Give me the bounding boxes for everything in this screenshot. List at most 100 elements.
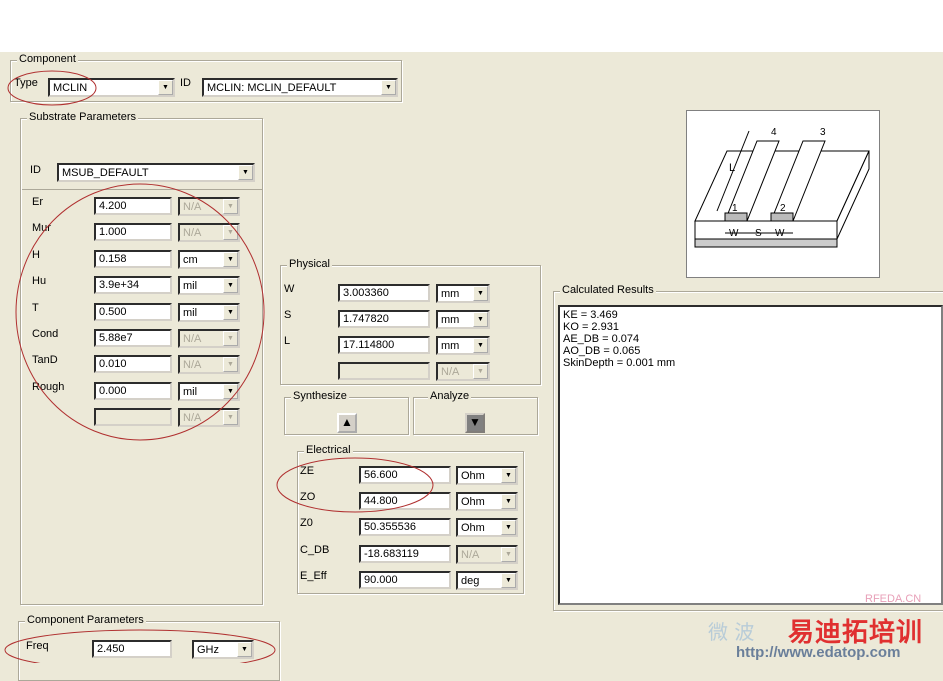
hu-label: Hu xyxy=(32,275,47,288)
z0-label: Z0 xyxy=(300,517,313,530)
er-unit-select[interactable]: N/A▼ xyxy=(178,197,240,216)
physical-group: Physical xyxy=(280,258,541,385)
zo-unit-select[interactable]: Ohm▼ xyxy=(456,492,518,512)
chevron-down-icon[interactable]: ▼ xyxy=(237,642,252,657)
chevron-down-icon[interactable]: ▼ xyxy=(238,165,253,180)
synthesize-legend: Synthesize xyxy=(291,390,349,402)
chevron-down-icon[interactable]: ▼ xyxy=(473,286,488,301)
chevron-down-icon[interactable]: ▼ xyxy=(501,468,516,483)
chevron-down-icon[interactable]: ▼ xyxy=(223,251,238,267)
unit-value: Ohm xyxy=(461,522,485,535)
component-params-group: Component Parameters xyxy=(18,614,280,681)
chevron-down-icon[interactable]: ▼ xyxy=(381,80,396,95)
chevron-down-icon[interactable]: ▼ xyxy=(223,199,238,214)
er-input[interactable]: 4.200 xyxy=(94,197,172,215)
ze-unit-select[interactable]: Ohm▼ xyxy=(456,466,518,485)
arrow-down-icon: ▼ xyxy=(469,415,481,429)
w-input[interactable]: 3.003360 xyxy=(338,284,430,302)
l-input[interactable]: 17.114800 xyxy=(338,336,430,354)
chevron-down-icon[interactable]: ▼ xyxy=(501,546,516,562)
e_eff-unit-select[interactable]: deg▼ xyxy=(456,570,518,590)
substrate-id-select[interactable]: MSUB_DEFAULT ▼ xyxy=(57,163,255,182)
chevron-down-icon[interactable]: ▼ xyxy=(501,520,516,536)
unit-value: mm xyxy=(441,340,460,352)
t-input[interactable]: 0.500 xyxy=(94,302,172,321)
w-unit-select[interactable]: mm▼ xyxy=(436,284,490,303)
blank-unit-select[interactable]: N/A▼ xyxy=(436,362,490,381)
chevron-down-icon[interactable]: ▼ xyxy=(223,410,238,426)
chevron-down-icon[interactable]: ▼ xyxy=(473,364,488,379)
type-label: Type xyxy=(14,77,38,89)
chevron-down-icon[interactable]: ▼ xyxy=(223,331,238,346)
cond-input[interactable]: 5.88e7 xyxy=(94,329,172,347)
result-line: KO = 2.931 xyxy=(563,321,619,333)
chevron-down-icon[interactable]: ▼ xyxy=(158,80,173,95)
component-id-label: ID xyxy=(180,77,191,89)
analyze-group: Analyze xyxy=(413,390,538,435)
chevron-down-icon[interactable]: ▼ xyxy=(473,312,488,327)
watermark-title: 易迪拓培训 xyxy=(788,617,924,647)
c_db-input[interactable]: -18.683119 xyxy=(359,544,451,563)
h-unit-select[interactable]: cm ▼ xyxy=(178,249,240,269)
synthesize-button[interactable]: ▲ xyxy=(337,413,357,433)
ze-input[interactable]: 56.600 xyxy=(359,466,451,484)
s-input[interactable]: 1.747820 xyxy=(338,310,430,328)
t-unit-select[interactable]: mil▼ xyxy=(178,302,240,322)
unit-value: N/A xyxy=(183,333,202,345)
substrate-id-value: MSUB_DEFAULT xyxy=(62,167,149,179)
hu-input[interactable]: 3.9e+34 xyxy=(94,276,172,295)
unit-value: cm xyxy=(183,253,198,266)
substrate-id-label: ID xyxy=(30,164,41,176)
watermark-logo: RFEDA.CN 微 波 易迪拓培训 http://www.edatop.com xyxy=(700,578,943,663)
z0-unit-select[interactable]: Ohm ▼ xyxy=(456,518,518,538)
blank-unit-select[interactable]: N/A▼ xyxy=(178,408,240,428)
h-input[interactable]: 0.158 xyxy=(94,249,172,268)
chevron-down-icon[interactable]: ▼ xyxy=(473,338,488,353)
freq-unit-select[interactable]: GHz▼ xyxy=(192,640,254,659)
divider xyxy=(22,189,262,190)
blank-input[interactable] xyxy=(94,408,172,427)
mur-unit-select[interactable]: N/A▼ xyxy=(178,223,240,243)
c_db-unit-select[interactable]: N/A▼ xyxy=(456,544,518,564)
e_eff-input[interactable]: 90.000 xyxy=(359,570,451,589)
chevron-down-icon[interactable]: ▼ xyxy=(223,304,238,320)
blank-input[interactable] xyxy=(338,362,430,380)
tand-unit-select[interactable]: N/A ▼ xyxy=(178,355,240,375)
hu-unit-select[interactable]: mil ▼ xyxy=(178,276,240,296)
freq-input[interactable]: 2.450 xyxy=(92,640,172,658)
rough-unit-select[interactable]: mil▼ xyxy=(178,381,240,401)
mur-input[interactable]: 1.000 xyxy=(94,223,172,242)
w-label: W xyxy=(284,283,295,295)
component-id-value: MCLIN: MCLIN_DEFAULT xyxy=(207,82,337,94)
z0-input[interactable]: 50.355536 xyxy=(359,518,451,537)
l-label: L xyxy=(284,335,291,347)
tand-input[interactable]: 0.010 xyxy=(94,355,172,374)
component-legend: Component xyxy=(17,53,78,65)
chevron-down-icon[interactable]: ▼ xyxy=(223,357,238,373)
chevron-down-icon[interactable]: ▼ xyxy=(501,572,516,588)
top-blank-area xyxy=(0,0,943,52)
component-id-select[interactable]: MCLIN: MCLIN_DEFAULT ▼ xyxy=(202,78,398,97)
type-select[interactable]: MCLIN▼ xyxy=(48,78,175,97)
chevron-down-icon[interactable]: ▼ xyxy=(501,494,516,510)
rough-input[interactable]: 0.000 xyxy=(94,381,172,400)
results-textarea[interactable]: KE = 3.469 KO = 2.931 AE_DB = 0.074 AO_D… xyxy=(558,305,943,605)
coupled-line-diagram: L 4 3 1 2 W S W xyxy=(686,110,880,278)
unit-value: mil xyxy=(183,280,198,293)
zo-input[interactable]: 44.800 xyxy=(359,492,451,511)
result-line: SkinDepth = 0.001 mm xyxy=(563,357,676,369)
chevron-down-icon[interactable]: ▼ xyxy=(223,278,238,294)
watermark-url: http://www.edatop.com xyxy=(736,644,901,661)
cond-unit-select[interactable]: N/A ▼ xyxy=(178,329,240,348)
analyze-button[interactable]: ▼ xyxy=(465,413,485,433)
unit-value: N/A xyxy=(183,359,202,372)
s-unit-select[interactable]: mm▼ xyxy=(436,310,490,329)
results-legend: Calculated Results xyxy=(560,284,656,296)
chevron-down-icon[interactable]: ▼ xyxy=(223,383,238,399)
l-unit-select[interactable]: mm ▼ xyxy=(436,336,490,355)
chevron-down-icon[interactable]: ▼ xyxy=(223,225,238,241)
result-line: AO_DB = 0.065 xyxy=(563,345,641,357)
er-label: Er xyxy=(32,196,43,208)
diagram-label-2: 2 xyxy=(780,203,786,214)
mur-label: Mur xyxy=(32,222,51,235)
